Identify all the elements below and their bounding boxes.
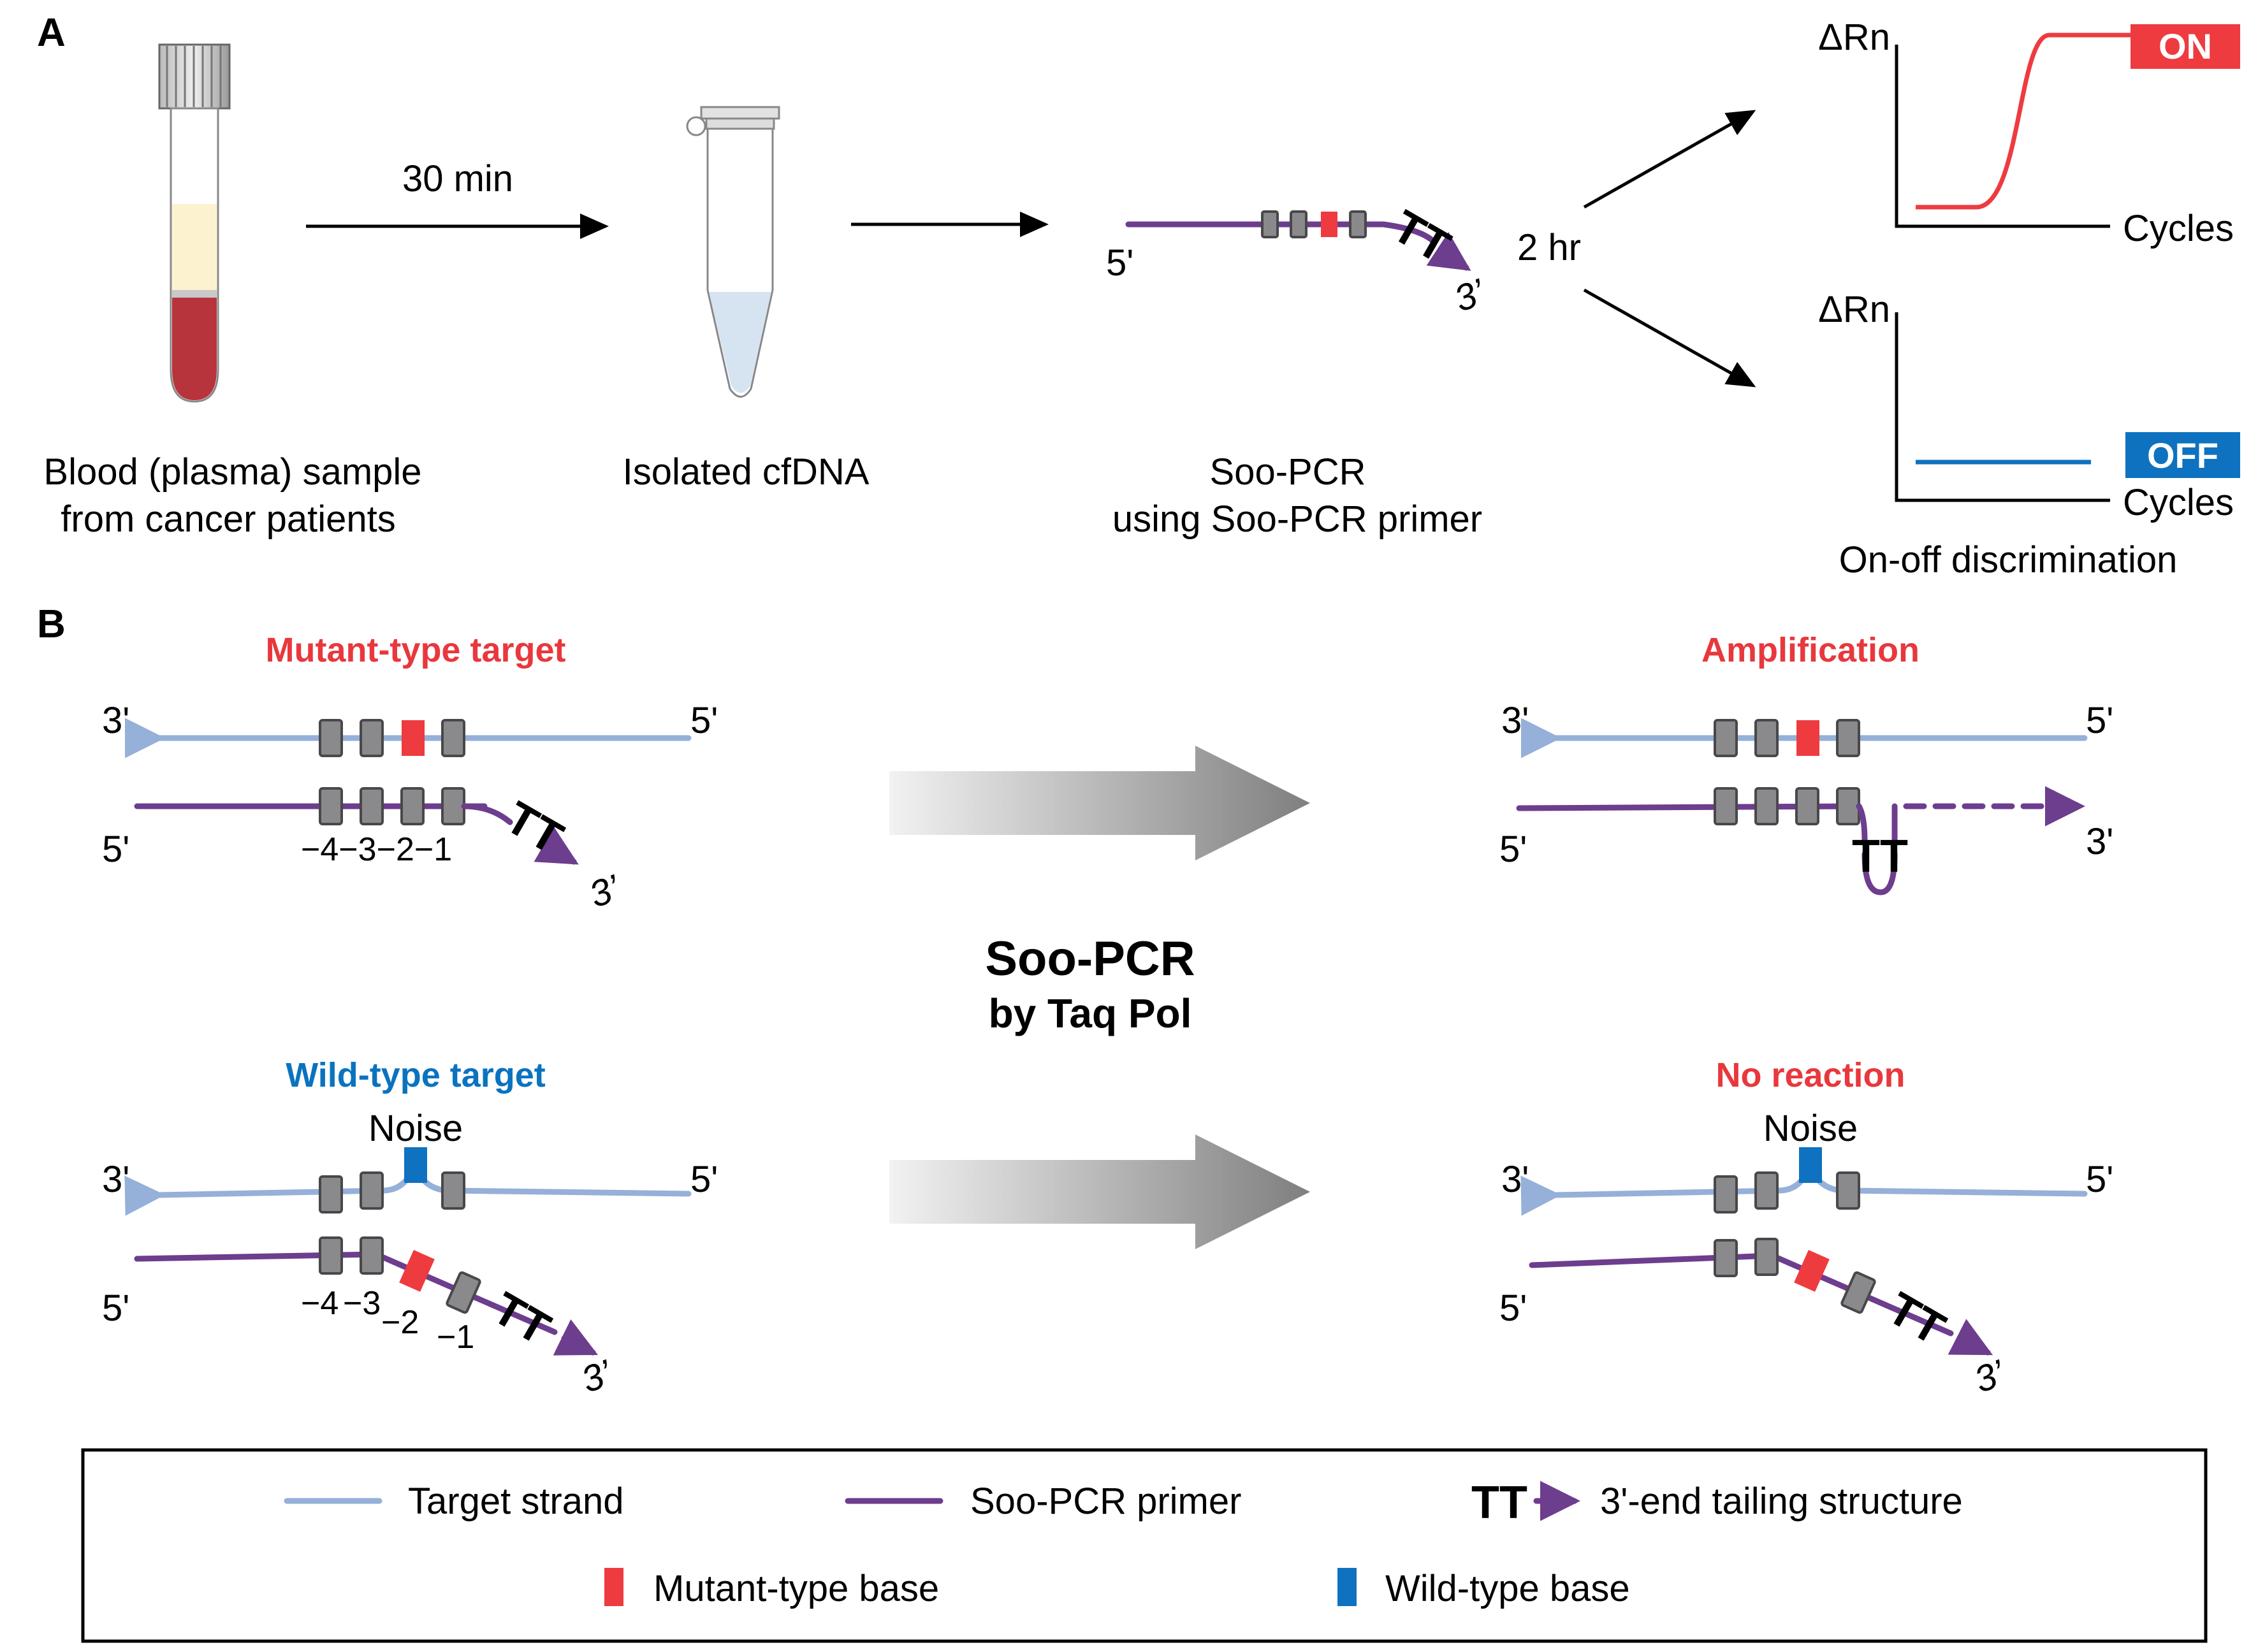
noreact-tt: TT xyxy=(1879,1283,1953,1355)
wild-pos-2: −2 xyxy=(381,1304,419,1341)
primer-tt: TT xyxy=(1384,201,1458,273)
soo-pcr-primer-schematic xyxy=(1125,210,1471,271)
legend-tailing-label: 3'-end tailing structure xyxy=(1600,1481,1963,1522)
process-arrow-bottom xyxy=(889,1134,1310,1249)
mutant-title: Mutant-type target xyxy=(266,631,566,669)
graph-on xyxy=(1895,33,2142,228)
process-arrow-top xyxy=(889,746,1310,860)
noreact-primer-3: 3’ xyxy=(1969,1352,2011,1401)
mut-primer-3: 3’ xyxy=(584,867,626,916)
amp-target-3: 3' xyxy=(1501,700,1529,741)
legend-tt: TT xyxy=(1471,1477,1527,1528)
amplification-schematic xyxy=(1516,718,2088,895)
primer-5-end: 5' xyxy=(1106,242,1133,284)
noreact-target-5: 5' xyxy=(2086,1159,2113,1200)
noreact-noise: Noise xyxy=(1763,1108,1858,1149)
amp-target-5: 5' xyxy=(2086,700,2113,741)
graph-on-xlabel: Cycles xyxy=(2123,208,2234,249)
arrow-to-off xyxy=(1583,288,1756,388)
wild-pos-4: −4 xyxy=(301,1285,339,1322)
noreact-primer-5: 5' xyxy=(1499,1287,1527,1329)
panel-b-label: B xyxy=(37,602,66,646)
legend-primer-label: Soo-PCR primer xyxy=(970,1481,1241,1522)
mut-target-5: 5' xyxy=(690,700,718,741)
graph-off-xlabel: Cycles xyxy=(2123,482,2234,523)
mutant-target-schematic xyxy=(125,718,692,865)
microtube-icon xyxy=(686,106,780,398)
center-title-1: Soo-PCR xyxy=(985,932,1195,986)
wild-noise: Noise xyxy=(368,1108,463,1149)
amp-primer-5: 5' xyxy=(1499,829,1527,870)
primer-3-end: 3’ xyxy=(1449,271,1491,320)
off-badge xyxy=(2125,432,2240,478)
wild-title: Wild-type target xyxy=(286,1056,546,1094)
wild-tt: TT xyxy=(484,1283,558,1355)
arrow-to-on xyxy=(1583,110,1756,209)
amp-new-3: 3' xyxy=(2086,821,2113,862)
off-badge-text: OFF xyxy=(2147,435,2218,475)
blood-tube-icon xyxy=(158,43,231,403)
legend-mutant-swatch xyxy=(604,1568,623,1606)
noreact-target-3: 3' xyxy=(1501,1159,1529,1200)
noreact-title: No reaction xyxy=(1715,1056,1905,1094)
graph-off xyxy=(1895,312,2110,502)
legend-target-label: Target strand xyxy=(408,1481,624,1522)
wild-primer-5: 5' xyxy=(102,1287,129,1329)
no-reaction-schematic xyxy=(1520,1147,2088,1356)
soo-caption-1: Soo-PCR xyxy=(1210,451,1366,493)
cfdna-caption: Isolated cfDNA xyxy=(623,451,870,493)
soo-caption-2: using Soo-PCR primer xyxy=(1112,498,1482,540)
center-title-2: by Taq Pol xyxy=(989,990,1192,1036)
step1-time: 30 min xyxy=(402,158,513,199)
legend-mutant-label: Mutant-type base xyxy=(653,1568,939,1609)
mut-target-3: 3' xyxy=(102,700,129,741)
tube-caption-1: Blood (plasma) sample xyxy=(43,451,421,493)
wild-target-schematic xyxy=(124,1147,692,1356)
wild-primer-3: 3’ xyxy=(576,1352,618,1401)
wild-pos-3: −3 xyxy=(343,1285,381,1322)
mut-positions: −4−3−2−1 xyxy=(301,831,452,868)
on-badge-text: ON xyxy=(2159,26,2212,66)
tube-caption-2: from cancer patients xyxy=(61,498,395,540)
graph-on-ylabel: ΔRn xyxy=(1818,17,1890,58)
panel-a-label: A xyxy=(37,11,66,55)
on-badge xyxy=(2131,24,2240,69)
legend-wild-label: Wild-type base xyxy=(1385,1568,1630,1609)
wild-target-5: 5' xyxy=(690,1159,718,1200)
step3-time: 2 hr xyxy=(1517,227,1581,268)
legend-wild-swatch xyxy=(1337,1568,1357,1606)
amp-title: Amplification xyxy=(1701,631,1919,669)
graph-off-ylabel: ΔRn xyxy=(1818,289,1890,330)
legend-box xyxy=(81,1448,2208,1643)
wild-target-3: 3' xyxy=(102,1159,129,1200)
discrimination-caption: On-off discrimination xyxy=(1839,539,2178,581)
wild-pos-1: −1 xyxy=(437,1319,474,1356)
mut-primer-5: 5' xyxy=(102,829,129,870)
amp-tt: TT xyxy=(1852,831,1908,882)
